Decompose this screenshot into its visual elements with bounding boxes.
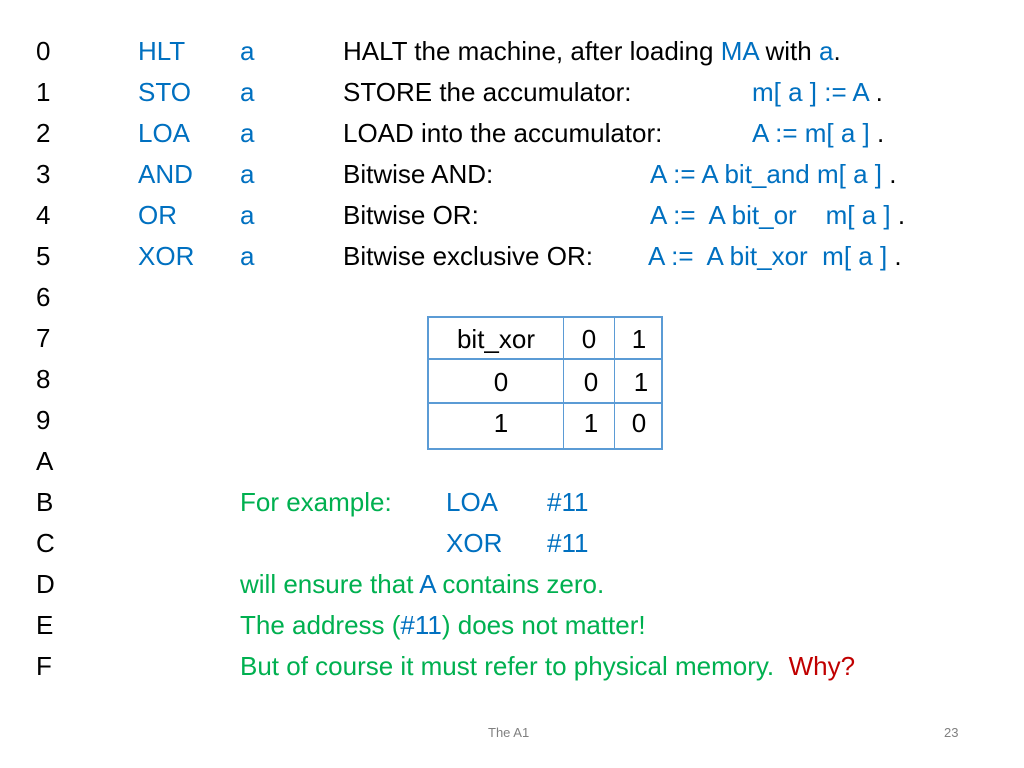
desc-sto: STORE the accumulator:	[343, 77, 632, 107]
page-number: 23	[944, 725, 959, 740]
addr-e: E	[36, 610, 54, 640]
desc-and: Bitwise AND:	[343, 159, 494, 189]
table-cell: 0	[631, 408, 647, 438]
formula-xor: A := A bit_xor m[ a ] .	[648, 241, 902, 271]
example-line-4: The address (#11) does not matter!	[240, 610, 646, 640]
example-op-2: XOR	[446, 528, 503, 558]
addr-9: 9	[36, 405, 51, 435]
addr-2: 2	[36, 118, 51, 148]
example-why: Why?	[788, 651, 856, 681]
addr-8: 8	[36, 364, 51, 394]
table-divider	[429, 402, 661, 404]
addr-7: 7	[36, 323, 51, 353]
table-cell: 0	[583, 367, 599, 397]
footer-title: The A1	[488, 725, 530, 740]
table-divider	[614, 318, 615, 448]
formula-loa: A := m[ a ] .	[752, 118, 884, 148]
desc-loa: LOAD into the accumulator:	[343, 118, 663, 148]
bit-xor-table: bit_xor 0 1 0 0 1 1 1 0	[427, 316, 663, 450]
addr-3: 3	[36, 159, 51, 189]
example-line-5: But of course it must refer to physical …	[240, 651, 855, 681]
arg-0: a	[240, 36, 255, 66]
desc-text: HALT the machine, after loading	[343, 36, 721, 66]
addr-b: B	[36, 487, 54, 517]
example-accumulator: A	[419, 569, 436, 599]
desc-ma: MA	[720, 36, 759, 66]
addr-d: D	[36, 569, 55, 599]
arg-3: a	[240, 159, 255, 189]
table-row-label: 0	[493, 367, 509, 397]
arg-5: a	[240, 241, 255, 271]
example-line-3: will ensure that A contains zero.	[240, 569, 604, 599]
op-xor: XOR	[138, 241, 195, 271]
example-text: The address (	[240, 610, 401, 640]
formula-end: .	[887, 241, 902, 271]
formula-end: .	[868, 77, 883, 107]
table-cell: 1	[583, 408, 599, 438]
table-row-label: 1	[493, 408, 509, 438]
addr-1: 1	[36, 77, 51, 107]
arg-4: a	[240, 200, 255, 230]
example-address: #11	[400, 610, 442, 640]
op-or: OR	[138, 200, 177, 230]
addr-4: 4	[36, 200, 51, 230]
addr-0: 0	[36, 36, 51, 66]
addr-a: A	[36, 446, 54, 476]
addr-f: F	[36, 651, 52, 681]
table-divider	[563, 318, 564, 448]
op-and: AND	[138, 159, 193, 189]
example-text: But of course it must refer to physical …	[240, 651, 775, 681]
addr-6: 6	[36, 282, 51, 312]
arg-2: a	[240, 118, 255, 148]
formula-or: A := A bit_or m[ a ] .	[650, 200, 905, 230]
formula-end: .	[890, 200, 906, 230]
desc-period: .	[833, 36, 841, 66]
formula-and: A := A bit_and m[ a ] .	[650, 159, 896, 189]
op-loa: LOA	[138, 118, 191, 148]
spacer	[774, 651, 788, 681]
example-intro: For example:	[240, 487, 392, 517]
table-header-op: bit_xor	[456, 324, 536, 354]
example-arg-2: #11	[547, 528, 589, 558]
formula-text: A := A bit_or m[ a ]	[650, 200, 891, 230]
addr-5: 5	[36, 241, 51, 271]
example-arg-1: #11	[547, 487, 589, 517]
desc-with: with	[758, 36, 819, 66]
desc-a: a	[818, 36, 834, 66]
example-text: contains zero.	[435, 569, 605, 599]
table-header-1: 1	[631, 324, 647, 354]
table-header-0: 0	[581, 324, 597, 354]
addr-c: C	[36, 528, 55, 558]
op-sto: STO	[138, 77, 191, 107]
arg-1: a	[240, 77, 255, 107]
op-hlt: HLT	[138, 36, 186, 66]
formula-text: A := A bit_and m[ a ]	[650, 159, 882, 189]
desc-xor: Bitwise exclusive OR:	[343, 241, 593, 271]
table-divider	[429, 358, 661, 360]
formula-text: m[ a ] := A	[752, 77, 869, 107]
formula-end: .	[869, 118, 885, 148]
desc-hlt: HALT the machine, after loading MA with …	[343, 36, 841, 66]
example-text: will ensure that	[240, 569, 420, 599]
desc-or: Bitwise OR:	[343, 200, 479, 230]
formula-text: A := m[ a ]	[752, 118, 870, 148]
table-cell: 1	[633, 367, 649, 397]
example-text: ) does not matter!	[441, 610, 646, 640]
formula-sto: m[ a ] := A .	[752, 77, 883, 107]
formula-end: .	[882, 159, 897, 189]
formula-text: A := A bit_xor m[ a ]	[648, 241, 888, 271]
example-op-1: LOA	[446, 487, 499, 517]
